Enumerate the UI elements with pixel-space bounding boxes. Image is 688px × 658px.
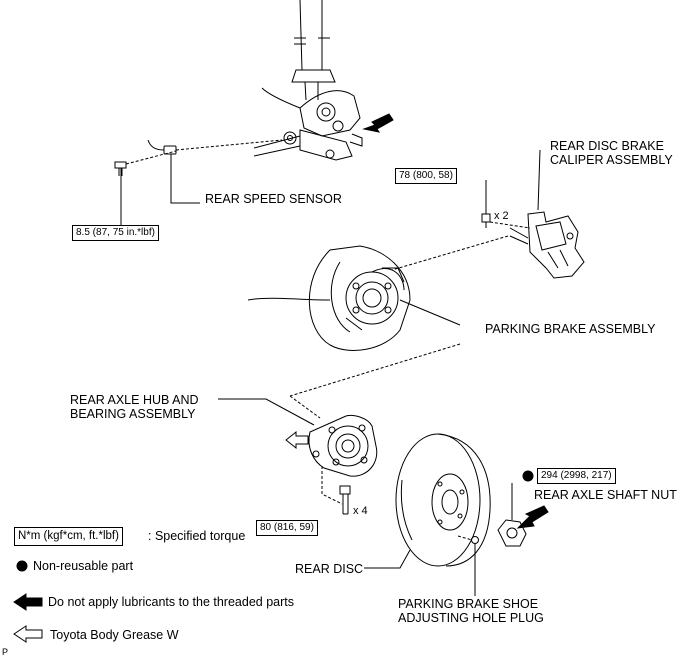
legend-torque-unit-box: N*m (kgf*cm, ft.*lbf) (14, 527, 123, 546)
parking-brake-part (247, 245, 411, 351)
hub-torque-box: 80 (816, 59) (256, 520, 318, 536)
legend-white-arrow-icon (13, 625, 43, 643)
corner-mark: P (2, 647, 9, 657)
caliper-label-line1: REAR DISC BRAKE (550, 139, 664, 153)
caliper-to-plate-dashed (391, 235, 509, 271)
shaft-nut-non-reusable-icon (522, 470, 534, 482)
legend-non-reusable-text: Non-reusable part (33, 559, 134, 573)
legend-torque-desc: : Specified torque (148, 529, 246, 543)
plate-to-hub-dashed (289, 343, 461, 419)
rear-suspension-knuckle (253, 0, 363, 161)
plug-dashed-line (457, 535, 473, 541)
rear-speed-sensor-label: REAR SPEED SENSOR (205, 192, 342, 206)
plug-label-line1: PARKING BRAKE SHOE (398, 597, 539, 611)
caliper-part (481, 180, 585, 279)
speed-sensor-dashed-line (125, 139, 283, 165)
speed-sensor-part (114, 139, 200, 225)
hub-bolt-quantity: x 4 (353, 505, 368, 517)
caliper-dashed-line (489, 221, 531, 229)
shaft-nut-torque-box: 294 (2998, 217) (537, 468, 616, 484)
legend-no-lubricant-text: Do not apply lubricants to the threaded … (48, 595, 294, 609)
plug-label-line2: ADJUSTING HOLE PLUG (398, 611, 544, 625)
shaft-nut-arrow-icon (516, 505, 549, 529)
caliper-label-line2: CALIPER ASSEMBLY (550, 153, 673, 167)
legend-black-arrow-icon (13, 593, 43, 611)
hub-bolt-dashed (321, 466, 343, 505)
hub-label-line2: BEARING ASSEMBLY (70, 407, 196, 421)
hub-label-line1: REAR AXLE HUB AND (70, 393, 199, 407)
caliper-bolt-quantity: x 2 (494, 210, 509, 222)
shaft-nut-part (497, 519, 527, 547)
parking-brake-assembly-label: PARKING BRAKE ASSEMBLY (485, 322, 656, 336)
legend-grease-text: Toyota Body Grease W (50, 628, 179, 642)
leader-lines (218, 149, 541, 569)
grease-arrow-icon (285, 430, 309, 450)
no-lubricant-arrow-icon (362, 113, 394, 133)
hub-part (308, 415, 378, 515)
rear-disc-part (395, 433, 491, 567)
rear-axle-shaft-nut-label: REAR AXLE SHAFT NUT (534, 488, 677, 502)
caliper-torque-box: 78 (800, 58) (395, 168, 457, 184)
non-reusable-marker-icon (16, 560, 28, 572)
rear-disc-label: REAR DISC (295, 562, 364, 576)
speed-sensor-torque-box: 8.5 (87, 75 in.*lbf) (72, 225, 159, 241)
plug-part (471, 536, 479, 596)
